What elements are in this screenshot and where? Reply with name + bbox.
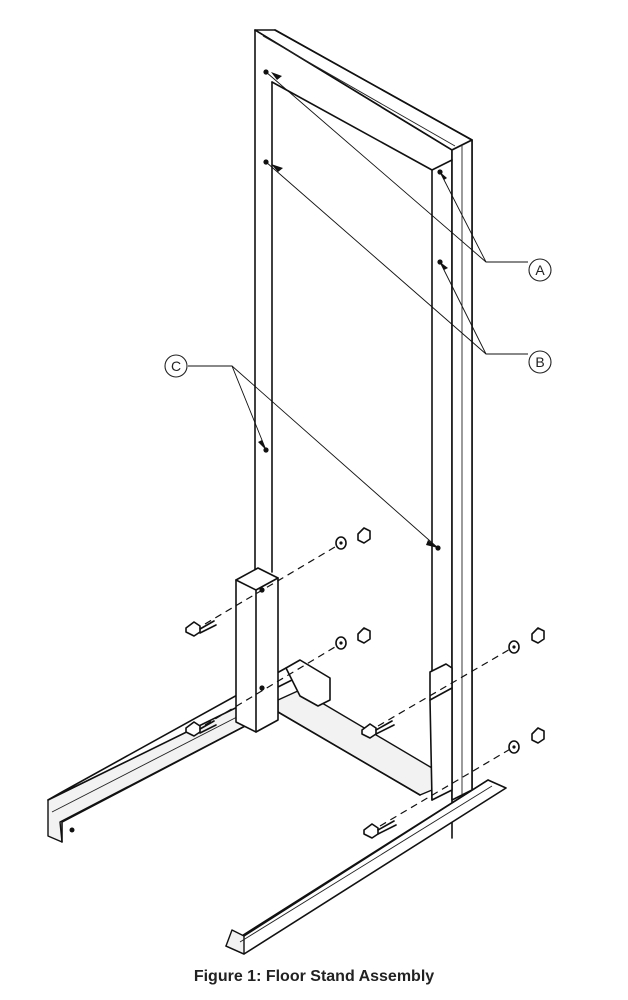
bolt-set-lower-left [185, 627, 371, 737]
right-gusset-bracket [429, 663, 453, 801]
callout-b: B [528, 350, 552, 374]
left-gusset-bracket [235, 567, 279, 733]
bolt-set-upper-right [361, 627, 545, 739]
floor-stand-diagram: A B C [47, 29, 552, 955]
right-base-leg [225, 779, 507, 955]
left-base-leg [47, 659, 331, 843]
upright-frame [254, 29, 473, 839]
callout-c: C [164, 354, 188, 378]
callout-b-label: B [535, 354, 544, 370]
callout-a: A [528, 258, 552, 282]
bolt-set-upper-left [185, 527, 371, 637]
bolt-set-lower-right [363, 727, 545, 839]
frame-holes [263, 69, 443, 551]
cross-brace [277, 689, 433, 796]
callout-c-label: C [171, 358, 181, 374]
callout-a-label: A [535, 262, 545, 278]
leader-a [265, 71, 528, 263]
leader-b [265, 161, 528, 355]
figure-caption: Figure 1: Floor Stand Assembly [193, 968, 435, 985]
leader-c [188, 365, 439, 549]
